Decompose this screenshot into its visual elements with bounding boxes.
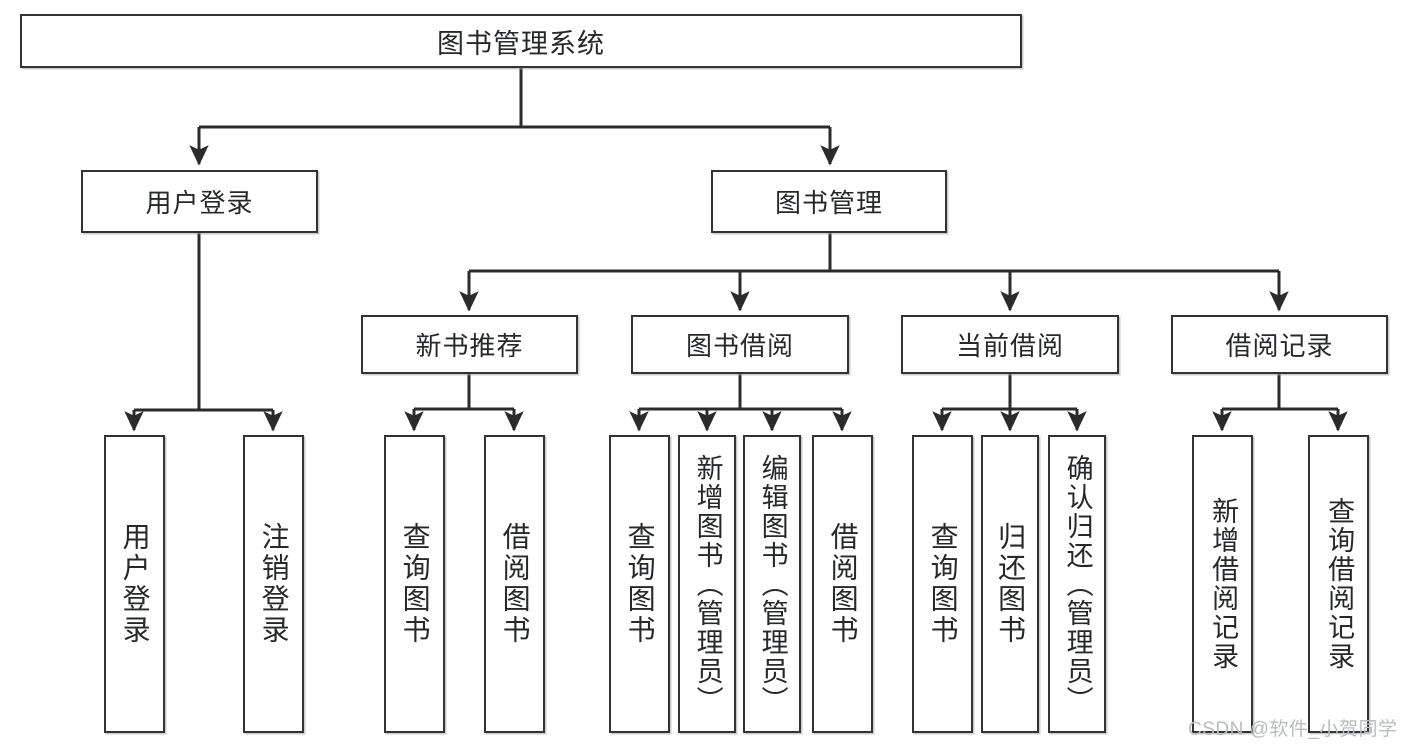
node-label: 新书推荐	[415, 331, 524, 361]
leaf-query-borrow-record[interactable]: 查询借阅记录	[1308, 435, 1369, 733]
node-label: 用户登录	[145, 188, 254, 218]
node-label: 确认归还（管理员）	[1062, 453, 1093, 715]
node-label: 图书管理系统	[437, 28, 605, 59]
watermark-text: CSDN @软件_小贺同学	[1188, 719, 1398, 740]
node-label: 查询图书	[927, 522, 959, 646]
node-label: 借阅记录	[1225, 331, 1334, 361]
leaf-borrow-book[interactable]: 借阅图书	[812, 435, 873, 733]
node-new-book-recommend[interactable]: 新书推荐	[361, 315, 578, 374]
node-label: 新增图书（管理员）	[692, 453, 723, 715]
node-book-management[interactable]: 图书管理	[711, 170, 947, 233]
node-label: 注销登录	[258, 522, 290, 646]
node-label: 借阅图书	[827, 522, 859, 646]
leaf-edit-book-admin[interactable]: 编辑图书（管理员）	[743, 435, 801, 733]
leaf-logout[interactable]: 注销登录	[243, 435, 304, 733]
node-label: 当前借阅	[955, 331, 1064, 361]
node-user-login[interactable]: 用户登录	[81, 170, 318, 233]
node-current-borrow[interactable]: 当前借阅	[901, 315, 1119, 374]
leaf-add-borrow-record[interactable]: 新增借阅记录	[1192, 435, 1253, 733]
node-label: 图书借阅	[685, 331, 794, 361]
node-label: 用户登录	[119, 522, 151, 646]
leaf-query-book-recommend[interactable]: 查询图书	[384, 435, 445, 733]
leaf-confirm-return-admin[interactable]: 确认归还（管理员）	[1048, 435, 1106, 733]
node-label: 查询图书	[399, 522, 431, 646]
node-label: 借阅图书	[499, 522, 531, 646]
leaf-return-book[interactable]: 归还图书	[981, 435, 1039, 733]
leaf-user-login[interactable]: 用户登录	[104, 435, 165, 733]
node-label: 归还图书	[995, 522, 1027, 646]
node-borrow-records[interactable]: 借阅记录	[1171, 315, 1388, 374]
node-label: 查询借阅记录	[1324, 497, 1355, 671]
node-root-book-management-system[interactable]: 图书管理系统	[20, 14, 1022, 68]
leaf-borrow-book-recommend[interactable]: 借阅图书	[484, 435, 545, 733]
leaf-query-book-current[interactable]: 查询图书	[912, 435, 973, 733]
node-label: 图书管理	[774, 188, 883, 218]
leaf-query-book-borrow[interactable]: 查询图书	[609, 435, 670, 733]
node-label: 新增借阅记录	[1208, 497, 1239, 671]
leaf-add-book-admin[interactable]: 新增图书（管理员）	[678, 435, 736, 733]
node-label: 查询图书	[624, 522, 656, 646]
node-book-borrow[interactable]: 图书借阅	[631, 315, 849, 374]
node-label: 编辑图书（管理员）	[757, 453, 788, 715]
